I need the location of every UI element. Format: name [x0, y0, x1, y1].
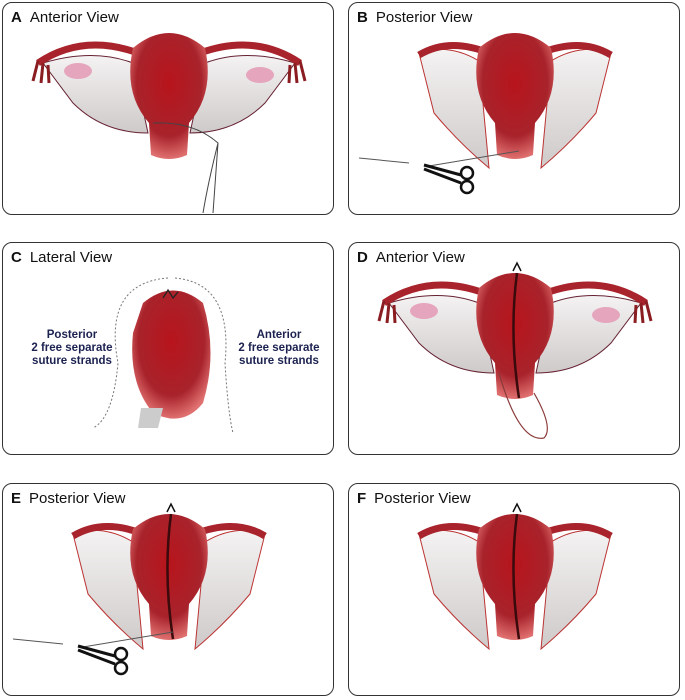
- uterus-posterior-sutured-illustration: [12, 502, 267, 676]
- panel-view-label: Posterior View: [375, 9, 473, 26]
- panel-letter: F: [357, 490, 367, 507]
- panel-letter: A: [11, 9, 22, 26]
- panel-view-label: Posterior View: [29, 490, 126, 507]
- panel-e: E Posterior View: [2, 483, 334, 696]
- suture-strands: [92, 277, 234, 434]
- suture-strand: [152, 122, 219, 214]
- uterus-anterior-illustration: [31, 33, 307, 214]
- suture-line: [166, 513, 175, 640]
- ovary-left: [64, 63, 92, 79]
- uterus-posterior-illustration: [358, 33, 613, 195]
- note-line: 2 free separate: [238, 342, 320, 354]
- note-line: suture strands: [239, 355, 319, 367]
- knot: [512, 502, 522, 513]
- panel-letter: C: [11, 249, 22, 266]
- uterus-anterior-sutured-illustration: [377, 261, 653, 439]
- tube-left: [382, 281, 486, 306]
- posterior-suture-note: Posterior 2 free separate suture strands: [17, 329, 127, 368]
- uterus-body: [476, 514, 554, 640]
- note-line: Posterior: [46, 329, 98, 341]
- fundal-knot: [162, 288, 179, 300]
- suture-line: [512, 272, 521, 399]
- tube-left: [36, 41, 140, 66]
- panel-letter: B: [357, 9, 368, 26]
- panel-c: C Lateral View Posterior 2 free separate …: [2, 242, 334, 455]
- needle-holder-icon: [12, 631, 174, 676]
- panel-title: D Anterior View: [357, 249, 465, 266]
- uterus-body: [476, 273, 554, 399]
- suture-loop: [498, 372, 548, 439]
- uterus-lateral-illustration: [92, 277, 234, 434]
- panel-title: E Posterior View: [11, 490, 125, 507]
- note-line: suture strands: [32, 355, 112, 367]
- panel-f: F Posterior View: [348, 483, 680, 696]
- ovary-right: [592, 307, 620, 323]
- knot: [166, 502, 176, 513]
- needle-holder-icon: [358, 150, 520, 195]
- note-line: 2 free separate: [31, 342, 113, 354]
- panel-title: B Posterior View: [357, 9, 472, 26]
- uterus-lateral-body: [132, 290, 211, 419]
- panel-view-label: Anterior View: [29, 9, 119, 26]
- uterus-body: [130, 514, 208, 640]
- tube-right: [544, 281, 648, 306]
- panel-letter: E: [11, 490, 22, 507]
- panel-view-label: Anterior View: [375, 249, 465, 266]
- knot: [512, 261, 522, 272]
- uterus-body: [130, 33, 208, 159]
- note-line: Anterior: [256, 329, 302, 341]
- panel-title: A Anterior View: [11, 9, 119, 26]
- panel-view-label: Posterior View: [374, 490, 471, 507]
- ovary-left: [410, 303, 438, 319]
- ovary-right: [246, 67, 274, 83]
- panel-title: F Posterior View: [357, 490, 471, 507]
- tube-right: [198, 41, 302, 66]
- panel-letter: D: [357, 249, 368, 266]
- fimbria-right: [633, 300, 653, 324]
- anterior-suture-note: Anterior 2 free separate suture strands: [224, 329, 333, 368]
- panel-a: A Anterior View: [2, 2, 334, 215]
- fimbria-left: [377, 300, 397, 324]
- panel-b: B Posterior View: [348, 2, 680, 215]
- fimbria-right: [287, 60, 307, 84]
- uterus-posterior-sutured-illustration: [417, 502, 613, 651]
- panel-title: C Lateral View: [11, 249, 112, 266]
- cervix-tissue: [138, 408, 163, 428]
- panel-d: D Anterior View: [348, 242, 680, 455]
- panel-view-label: Lateral View: [29, 249, 113, 266]
- suture-line: [512, 513, 521, 640]
- fimbria-left: [31, 60, 51, 84]
- uterus-body: [476, 33, 554, 159]
